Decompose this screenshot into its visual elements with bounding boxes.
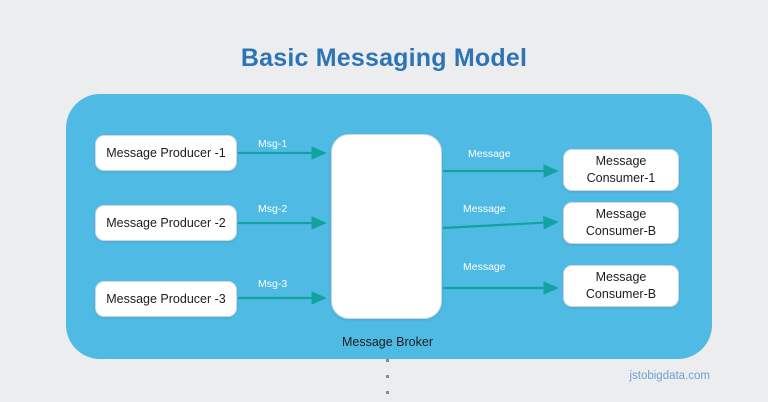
arrow-label-msg-1: Msg-1 bbox=[258, 138, 288, 150]
arrow-label-msg-2: Msg-2 bbox=[258, 203, 288, 215]
broker-dot bbox=[386, 391, 389, 394]
producer-label-3: Message Producer -3 bbox=[106, 291, 226, 306]
consumer-label-1-line1: Message bbox=[595, 154, 647, 169]
broker-dot bbox=[386, 359, 389, 362]
producer-box-2[interactable]: Message Producer -2 bbox=[95, 205, 237, 241]
consumer-label-3-line1: Message bbox=[595, 270, 647, 285]
producer-label-2: Message Producer -2 bbox=[106, 215, 226, 230]
consumer-label-1: Message Consumer-1 bbox=[587, 153, 656, 187]
arrow-label-message-3: Message bbox=[463, 261, 506, 273]
broker-box[interactable]: Message Broker bbox=[331, 134, 442, 394]
page-title: Basic Messaging Model bbox=[240, 44, 528, 72]
consumer-box-3[interactable]: Message Consumer-B bbox=[563, 265, 679, 307]
broker-ellipsis bbox=[332, 359, 443, 394]
arrow-label-message-2: Message bbox=[463, 203, 506, 215]
producer-label-1: Message Producer -1 bbox=[106, 145, 226, 160]
consumer-label-2-line1: Message bbox=[595, 207, 647, 222]
consumer-box-2[interactable]: Message Consumer-B bbox=[563, 202, 679, 244]
consumer-label-2: Message Consumer-B bbox=[586, 206, 656, 240]
broker-label: Message Broker bbox=[341, 335, 433, 349]
broker-dot bbox=[386, 375, 389, 378]
arrow-label-message-1: Message bbox=[468, 148, 511, 160]
consumer-box-1[interactable]: Message Consumer-1 bbox=[563, 149, 679, 191]
producer-box-3[interactable]: Message Producer -3 bbox=[95, 281, 237, 317]
consumer-label-1-line2: Consumer-1 bbox=[586, 171, 656, 185]
consumer-label-3-line2: Consumer-B bbox=[585, 287, 657, 301]
footer-watermark: jstobigdata.com bbox=[629, 370, 710, 382]
consumer-label-3: Message Consumer-B bbox=[586, 269, 656, 303]
arrow-label-msg-3: Msg-3 bbox=[258, 278, 288, 290]
consumer-label-2-line2: Consumer-B bbox=[585, 224, 657, 238]
producer-box-1[interactable]: Message Producer -1 bbox=[95, 135, 237, 171]
